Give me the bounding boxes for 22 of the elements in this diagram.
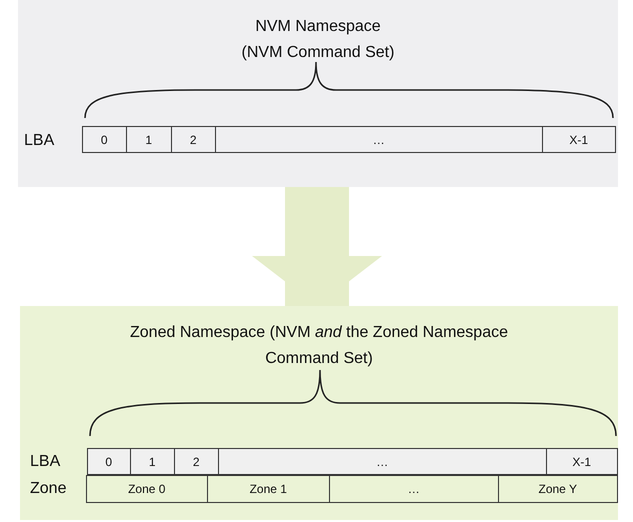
panel-title: NVM Namespace (NVM Command Set) bbox=[240, 17, 396, 63]
row-label: LBA bbox=[24, 131, 54, 151]
lba-cell: X-1 bbox=[546, 448, 618, 475]
lba-cell: 0 bbox=[86, 448, 131, 475]
zone-cell: Zone 1 bbox=[206, 475, 330, 503]
lba-cell: 0 bbox=[82, 126, 127, 153]
lba-cell: 1 bbox=[130, 448, 175, 475]
lba-cell: X-1 bbox=[542, 126, 616, 153]
namespace-panel bbox=[20, 306, 618, 520]
lba-cell: 2 bbox=[174, 448, 219, 475]
lba-cell: 1 bbox=[126, 126, 172, 153]
row-label: Zone bbox=[30, 479, 66, 499]
block-arrow bbox=[252, 187, 382, 306]
lba-cell: 2 bbox=[170, 126, 216, 153]
zone-cell: … bbox=[328, 475, 499, 503]
row-label: LBA bbox=[30, 452, 60, 472]
lba-cell: … bbox=[214, 126, 543, 153]
zone-cell: Zone Y bbox=[498, 475, 618, 503]
panel-title: Zoned Namespace (NVM and the Zoned Namespace Command Set) bbox=[129, 323, 509, 369]
namespace-panel bbox=[18, 0, 618, 187]
zone-cell: Zone 0 bbox=[86, 475, 208, 503]
lba-cell: … bbox=[218, 448, 547, 475]
